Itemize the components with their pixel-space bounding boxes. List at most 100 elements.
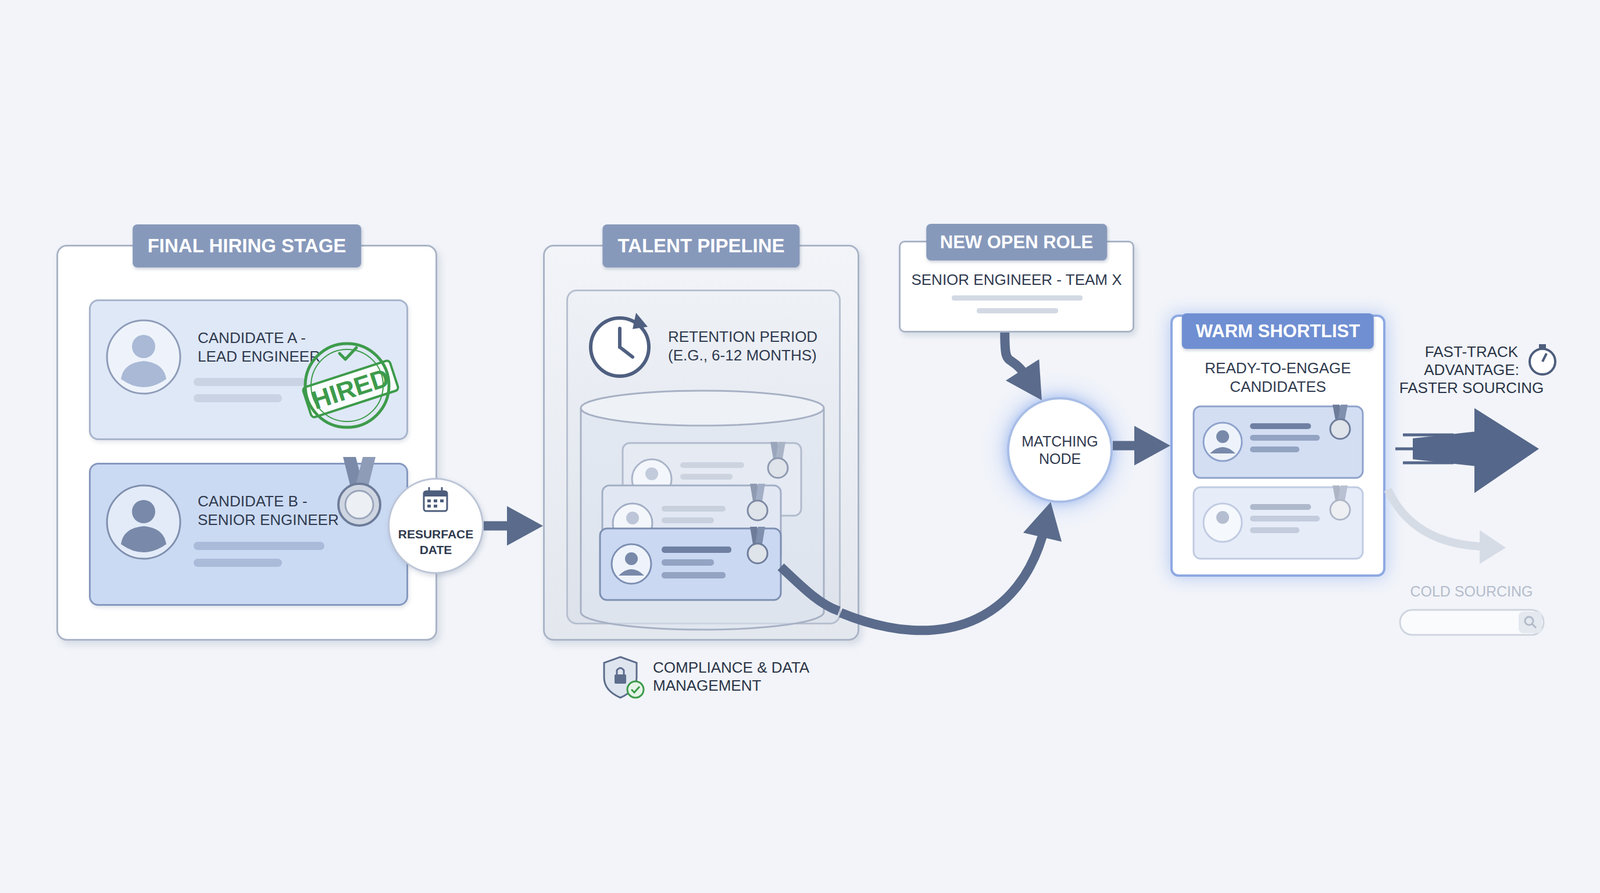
- stored-profile-card: [631, 459, 672, 499]
- stored-profile-card: [600, 528, 781, 600]
- avatar-icon: [120, 526, 167, 553]
- avatar-icon: [131, 334, 156, 359]
- cold-sourcing-arrow: [1387, 489, 1483, 547]
- role-title: SENIOR ENGINEER - TEAM X: [900, 270, 1133, 289]
- text-placeholder-bars: [976, 308, 1059, 314]
- matching-glow: [978, 368, 1142, 532]
- avatar-icon: [106, 320, 181, 559]
- stopwatch-icon: [1529, 348, 1556, 375]
- pipeline-exit-line: [780, 566, 839, 612]
- open-role-box: NEW OPEN ROLESENIOR ENGINEER - TEAM X: [898, 240, 1135, 333]
- calendar-icon: [423, 491, 448, 512]
- flow-arrow: [840, 502, 1062, 631]
- compliance-shield-icon: [614, 674, 627, 684]
- shortlist-profile-card: [1250, 446, 1300, 453]
- arrow-head: [1134, 426, 1171, 466]
- search-bar: [1518, 611, 1542, 634]
- shortlist-subtitle: READY-TO-ENGAGE CANDIDATES: [1172, 358, 1384, 396]
- candidate-name: CANDIDATE B - SENIOR ENGINEER: [197, 491, 341, 530]
- shortlist-profile-card: [1330, 500, 1350, 520]
- calendar-icon: [423, 487, 448, 512]
- database-cylinder: [580, 408, 824, 630]
- arrow-line: [1112, 441, 1148, 451]
- calendar-icon: [433, 499, 438, 503]
- panel-heading: TALENT PIPELINE: [602, 224, 800, 268]
- shortlist-profile-card: [1193, 404, 1363, 559]
- fast-track-arrow: [1395, 408, 1539, 494]
- calendar-icon: [427, 499, 431, 503]
- stored-profile-card: [768, 458, 788, 478]
- shortlist-profile-card: [1332, 404, 1344, 424]
- shortlist-profile-card: [1250, 504, 1312, 510]
- stored-profile-card: [622, 443, 802, 516]
- stored-profile-card: [645, 467, 659, 481]
- database-cylinder: [580, 390, 824, 426]
- hired-stamp-ring: [339, 347, 357, 360]
- text-placeholder-bars: [951, 295, 1083, 301]
- compliance-shield-icon: [616, 668, 624, 675]
- flow-arrow: [1004, 332, 1042, 400]
- matching-glow: [978, 368, 1142, 532]
- avatar-icon: [106, 320, 181, 394]
- compliance-shield-icon: [604, 656, 637, 698]
- panel-heading: WARM SHORTLIST: [1181, 313, 1374, 349]
- resurface-circle: RESURFACE DATE: [387, 477, 484, 574]
- stopwatch-icon: [1538, 344, 1546, 349]
- shortlist-profile-card: [1250, 434, 1320, 441]
- calendar-icon: [428, 487, 431, 494]
- stored-profile-card: [775, 441, 786, 463]
- fast-track-arrow: [1412, 431, 1477, 467]
- stored-profile-card: [661, 572, 726, 579]
- pipeline-exit-line: [780, 566, 839, 612]
- stored-profile-card: [747, 543, 768, 564]
- stored-profile-card: [754, 483, 766, 505]
- stored-profile-card: [612, 503, 653, 544]
- retention-label: RETENTION PERIOD (E.G., 6-12 MONTHS): [668, 327, 834, 365]
- arrow-head: [506, 506, 544, 546]
- avatar-icon: [120, 361, 167, 388]
- fast-track-arrow: [1395, 447, 1442, 451]
- cold-sourcing-arrow: [1387, 489, 1506, 564]
- hired-stamp-ring: [305, 343, 389, 428]
- arrow-line: [483, 521, 520, 531]
- arrow-line: [1004, 332, 1030, 381]
- shortlist-profile-card: [1250, 423, 1312, 430]
- avatar-icon: [131, 500, 156, 524]
- candidate-card: CANDIDATE A - LEAD ENGINEERHIRED: [88, 299, 409, 441]
- stored-profile-card: [600, 441, 802, 600]
- shortlist-profile-card: [1332, 485, 1344, 505]
- stored-profile-card: [747, 500, 768, 521]
- shortlist-profile-card: [1250, 515, 1320, 522]
- calendar-icon: [441, 487, 444, 494]
- shortlist-panel: WARM SHORTLIST READY-TO-ENGAGE CANDIDATES: [1170, 314, 1386, 577]
- compliance-shield-icon: [627, 681, 644, 698]
- medal-badge: [343, 456, 366, 495]
- clock-icon: [618, 328, 622, 348]
- stored-profile-card: [661, 559, 714, 566]
- avatar-icon: [106, 485, 181, 559]
- pipeline-panel: TALENT PIPELINERETENTION PERIOD (E.G., 6…: [543, 244, 860, 641]
- shortlist-profile-card: [1216, 430, 1230, 444]
- stage-panel: FINAL HIRING STAGECANDIDATE A - LEAD ENG…: [56, 244, 438, 641]
- compliance-shield-icon: [604, 656, 644, 698]
- calendar-icon: [423, 491, 448, 497]
- shortlist-profile-card: [1337, 485, 1348, 505]
- shortlist-profile-card: [1193, 485, 1363, 559]
- note-label: COMPLIANCE & DATA MANAGEMENT: [652, 658, 810, 695]
- clock-icon: [632, 312, 648, 330]
- arrow-head: [1005, 359, 1042, 401]
- medal-badge: [338, 456, 381, 526]
- search-bar: [1525, 616, 1534, 625]
- stopwatch-icon: [1542, 353, 1547, 362]
- stored-profile-card: [661, 546, 732, 553]
- calendar-icon: [433, 504, 438, 508]
- hired-stamp-ring: [305, 343, 389, 428]
- calendar-icon: [440, 499, 444, 503]
- note-label: FAST-TRACK ADVANTAGE: FASTER SOURCING: [1395, 343, 1548, 398]
- stored-profile-card: [618, 569, 645, 576]
- shortlist-profile-card: [1193, 487, 1363, 559]
- arrow-line: [840, 525, 1046, 631]
- medal-badge: [345, 490, 374, 519]
- stored-profile-card: [770, 441, 781, 463]
